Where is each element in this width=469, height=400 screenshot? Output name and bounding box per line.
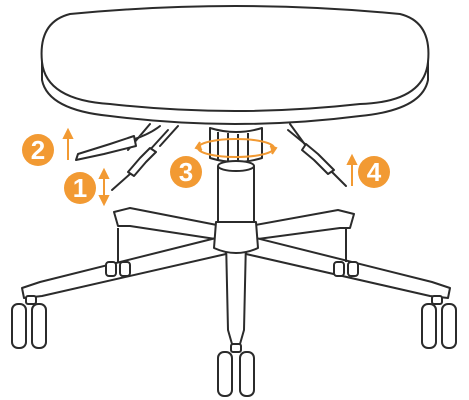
up-arrow-icon: [346, 153, 358, 186]
lever-1: [111, 129, 169, 191]
caster-back-left: [105, 228, 131, 277]
lever-4: [287, 129, 347, 187]
base: [21, 207, 451, 345]
callout-2-number: 2: [31, 135, 45, 165]
seat: [40, 5, 430, 125]
rotate-arrow-icon: [194, 138, 278, 158]
callout-4-number: 4: [367, 157, 382, 187]
up-arrow-icon: [62, 127, 74, 160]
caster-front-right: [421, 295, 457, 349]
callout-3-number: 3: [179, 157, 193, 187]
callout-2: 2: [22, 134, 54, 166]
callout-3: 3: [170, 156, 202, 188]
up-down-arrow-icon: [98, 167, 110, 207]
caster-back-right: [333, 228, 359, 277]
callout-1-number: 1: [73, 173, 87, 203]
gas-column: [209, 127, 263, 226]
callout-4: 4: [358, 156, 390, 188]
caster-front-left: [11, 295, 47, 349]
caster-front: [217, 343, 255, 397]
callout-1: 1: [64, 172, 96, 204]
lever-2: [75, 125, 161, 161]
